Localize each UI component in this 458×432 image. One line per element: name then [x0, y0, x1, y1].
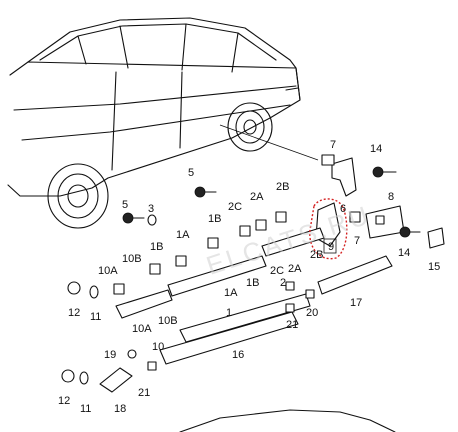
callout-label: 2	[280, 277, 286, 289]
callout-label: 1	[226, 307, 232, 319]
clip-7-lower	[349, 211, 361, 223]
callout-label: 1A	[224, 287, 238, 299]
callout-label: 5	[188, 167, 194, 179]
callout-label: 10A	[98, 265, 118, 277]
callout-label: 21	[286, 319, 298, 331]
callout-label: 11	[90, 311, 101, 323]
callout-label: 19	[104, 349, 116, 361]
nut-12-upper	[67, 281, 81, 295]
callout-label: 12	[58, 395, 70, 407]
callout-label: 16	[232, 349, 244, 361]
clips-1	[175, 237, 219, 267]
screw-14-top	[372, 166, 397, 178]
bracket-18	[99, 367, 133, 393]
bracket-8	[365, 205, 405, 239]
sill-trim-1	[179, 293, 311, 343]
screw-5-left	[122, 212, 145, 224]
callout-label: 2A	[250, 191, 264, 203]
callout-label: 1B	[150, 241, 163, 253]
callout-label: 9	[328, 241, 334, 253]
moulding-upper-mid	[167, 255, 267, 297]
clip-21-right	[285, 303, 295, 313]
rear-wheel	[227, 102, 273, 152]
callout-label: 1B	[208, 213, 221, 225]
callout-label: 15	[428, 261, 440, 273]
callout-label: 7	[330, 139, 336, 151]
callout-label: 10B	[158, 315, 178, 327]
callout-label: 2C	[270, 265, 284, 277]
callout-label: 14	[370, 143, 382, 155]
lower-car-outline	[179, 409, 396, 432]
screw-5-top	[194, 186, 217, 198]
screw-14-lower	[399, 226, 421, 238]
moulding-upper-rear	[261, 227, 325, 257]
label-box-9	[323, 238, 337, 254]
front-wheel	[47, 163, 109, 229]
callout-label: 10B	[122, 253, 142, 265]
callout-label: 11	[80, 403, 91, 415]
clips-10	[113, 263, 161, 295]
callout-label: 2B	[310, 249, 323, 261]
clip-7	[321, 154, 335, 166]
car-illustration	[7, 17, 319, 229]
callout-label: 12	[68, 307, 80, 319]
clips-2	[239, 211, 315, 299]
callout-label: 1A	[176, 229, 190, 241]
callout-label: 2A	[288, 263, 302, 275]
callout-label: 14	[398, 247, 410, 259]
callout-label: 2C	[228, 201, 242, 213]
highlight-outline	[309, 198, 348, 260]
callout-label: 2B	[276, 181, 289, 193]
sill-trim-17	[317, 255, 393, 295]
callout-label: 10A	[132, 323, 152, 335]
callout-label: 17	[350, 297, 362, 309]
rear-bracket-6	[321, 154, 357, 197]
moulding-front-10	[115, 289, 173, 319]
nut-12-lower	[61, 369, 75, 383]
clip-21-lower	[147, 361, 157, 371]
callout-label: 8	[388, 191, 394, 203]
callout-label: 20	[306, 307, 318, 319]
callout-label: 1B	[246, 277, 259, 289]
callout-label: 6	[340, 203, 346, 215]
end-cap-15	[427, 227, 445, 249]
callout-label: 10	[152, 341, 164, 353]
washer-11-lower	[79, 371, 89, 385]
callout-label: 3	[148, 203, 154, 215]
callout-label: 7	[354, 235, 360, 247]
sill-trim-16	[159, 311, 299, 365]
pin-19	[127, 349, 137, 359]
callout-label: 5	[122, 199, 128, 211]
washer-3	[147, 214, 157, 226]
washer-11-upper	[89, 285, 99, 299]
callout-label: 18	[114, 403, 126, 415]
callout-label: 21	[138, 387, 150, 399]
